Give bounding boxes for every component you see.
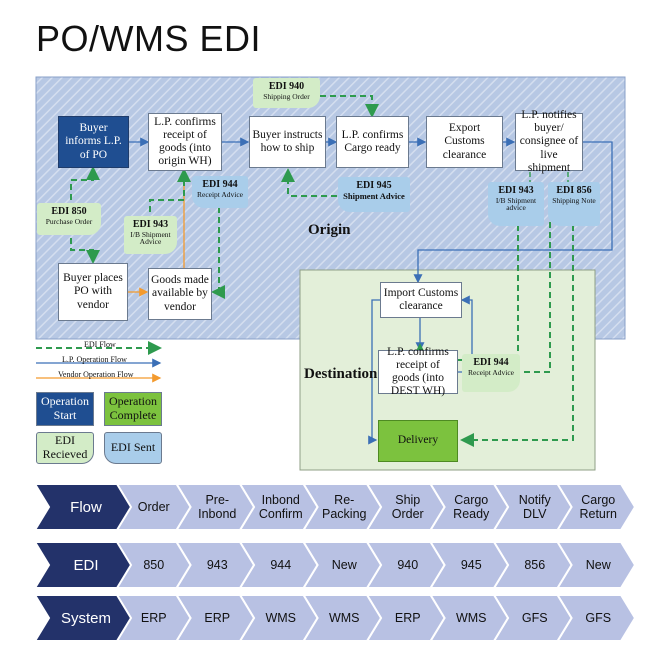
edi-944-dest-name: Receipt Advice	[467, 367, 515, 377]
legend-edi-sent: EDI Sent	[104, 432, 162, 464]
lp-confirms-receipt-dest-box: L.P. confirms receipt of goods (into DES…	[378, 346, 458, 397]
edi-cell: 945	[460, 557, 482, 572]
edi-943-dest-doc: EDI 943 I/B Shipment advice	[488, 182, 544, 226]
flow-cell: Cargo Ready	[453, 492, 490, 521]
flow-row-header: Flow	[70, 498, 102, 516]
flow-cell: Pre-Inbond	[198, 492, 237, 521]
legend-lp-flow: L.P. Operation Flow	[62, 355, 127, 364]
system-cell: ERP	[140, 610, 167, 625]
origin-label: Origin	[308, 222, 351, 238]
legend-op-complete: Operation Complete	[104, 392, 162, 426]
edi-856-name: Shipping Note	[552, 195, 596, 205]
import-customs-box: Import Customs clearance	[380, 282, 462, 318]
edi-943-dest-name: I/B Shipment advice	[495, 195, 537, 213]
lp-notifies-box: L.P. notifies buyer/ consignee of live s…	[515, 109, 583, 174]
buyer-places-po-box: Buyer places PO with vendor	[58, 263, 128, 321]
lp-notify-edi-links	[529, 172, 569, 182]
system-cell: GFS	[521, 610, 548, 625]
edi-940-name: Shipping Order	[263, 91, 310, 101]
edi-944-dest-code: EDI 944	[473, 357, 509, 368]
delivery-box: Delivery	[378, 420, 458, 462]
edi-944-dest-doc: EDI 944 Receipt Advice	[462, 354, 520, 392]
goods-available-box: Goods made available by vendor	[148, 268, 212, 320]
legend-op-start: Operation Start	[36, 392, 94, 426]
edi-cell: 943	[206, 557, 228, 572]
export-customs-box: Export Customs clearance	[426, 116, 503, 168]
system-cell: WMS	[455, 610, 487, 625]
buyer-informs-box: Buyer informs L.P. of PO	[58, 116, 129, 168]
legend-edi-flow: EDI Flow	[84, 340, 116, 349]
legend-edi-received: EDI Recieved	[36, 432, 94, 464]
edi-945-code: EDI 945	[356, 180, 392, 191]
edi-943-origin-code: EDI 943	[132, 219, 169, 230]
legend-lines	[36, 341, 162, 383]
legend-vendor-flow: Vendor Operation Flow	[58, 370, 134, 379]
edi-cell: New	[331, 557, 357, 572]
edi-cell: New	[585, 557, 611, 572]
buyer-instructs-box: Buyer instructs how to ship	[249, 116, 326, 168]
edi-945-doc: EDI 945 Shipment Advice	[338, 177, 410, 212]
page-title: PO/WMS EDI	[36, 18, 262, 59]
flow-cell: Order	[137, 499, 170, 514]
edi-cell: 856	[524, 557, 546, 572]
edi-943-origin-doc: EDI 943 I/B Shipment Advice	[124, 216, 177, 254]
edi-943-dest-code: EDI 943	[498, 185, 534, 196]
destination-label: Destination	[304, 366, 378, 382]
edi-856-doc: EDI 856 Shipping Note	[548, 182, 600, 226]
edi-944-origin-name: Receipt Advice	[196, 189, 244, 199]
flow-cell: Inbond Confirm	[258, 492, 303, 521]
flow-cell: Re-Packing	[322, 492, 367, 521]
system-header-chevron	[33, 594, 133, 642]
system-cell: GFS	[585, 610, 612, 625]
flow-cell: Ship Order	[391, 492, 424, 521]
edi-850-doc: EDI 850 Purchase Order	[37, 203, 101, 235]
flow-cell: Notify DLV	[518, 492, 551, 521]
edi-header-chevron	[33, 541, 133, 589]
system-cell: ERP	[394, 610, 421, 625]
edi-940-doc: EDI 940 Shipping Order	[253, 78, 320, 108]
flow-cell: Cargo Return	[579, 492, 618, 521]
edi-943-origin-name: I/B Shipment Advice	[130, 229, 171, 247]
system-row-header: System	[60, 609, 111, 627]
vendor-operation-flow-lines	[128, 170, 189, 297]
chevron-table	[33, 483, 637, 642]
edi-945-name: Shipment Advice	[343, 190, 405, 201]
lp-confirms-receipt-origin-box: L.P. confirms receipt of goods (into ori…	[148, 113, 222, 171]
edi-944-origin-doc: EDI 944 Receipt Advice	[192, 176, 248, 208]
edi-850-name: Purchase Order	[45, 216, 93, 226]
flow-header-chevron	[33, 483, 133, 531]
system-cell: ERP	[204, 610, 231, 625]
edi-940-code: EDI 940	[268, 81, 305, 92]
lp-confirms-cargo-box: L.P. confirms Cargo ready	[336, 116, 409, 168]
lp-operation-flow-lines	[129, 137, 613, 445]
edi-cell: 940	[397, 557, 419, 572]
edi-cell: 944	[270, 557, 292, 572]
system-cell: WMS	[328, 610, 360, 625]
edi-cell: 850	[143, 557, 165, 572]
edi-850-code: EDI 850	[51, 206, 87, 217]
edi-944-origin-code: EDI 944	[202, 179, 238, 190]
system-cell: WMS	[265, 610, 297, 625]
edi-856-code: EDI 856	[556, 185, 592, 196]
edi-row-header: EDI	[73, 556, 99, 574]
